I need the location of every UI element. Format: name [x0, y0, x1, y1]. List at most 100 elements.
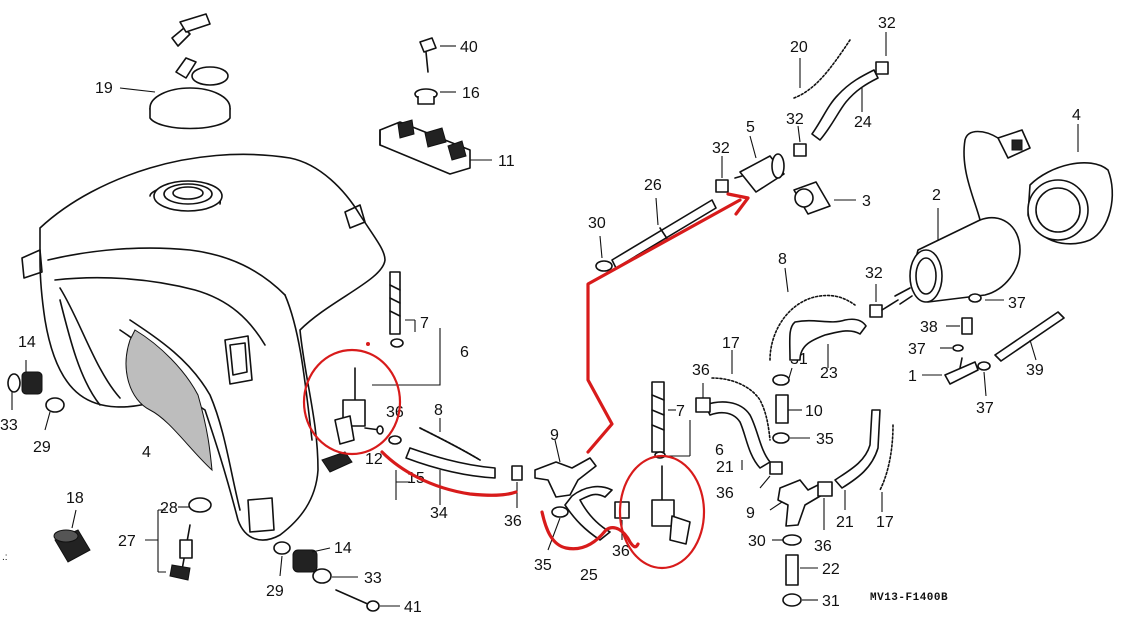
- rubber-mount-16: 16: [414, 85, 480, 105]
- circle-right-valve: [618, 454, 706, 570]
- fuel-tank: 4: [21, 153, 386, 541]
- mount-bolt-40: 40: [419, 37, 478, 73]
- red-arrowhead: [726, 192, 750, 216]
- part-label-2: 2: [932, 187, 941, 204]
- part-label-32c: 32: [786, 111, 804, 128]
- hose-34: 34: [405, 447, 496, 522]
- fuel-sensor-27: 27 28: [118, 497, 212, 581]
- part-label-21b: 21: [836, 514, 854, 531]
- part-label-36a: 36: [386, 404, 404, 421]
- clip-32-d: 32: [865, 265, 899, 318]
- part-label-31b: 31: [822, 593, 840, 610]
- part-label-33: 33: [0, 417, 18, 434]
- hose-21-right: 21: [834, 409, 881, 531]
- part-label-36c: 36: [612, 543, 630, 560]
- part-label-13: 4: [142, 444, 151, 461]
- part-label-11: 11: [498, 153, 515, 170]
- part-label-37a: 37: [1008, 295, 1026, 312]
- part-label-7b: 7: [676, 403, 685, 420]
- part-label-17a: 17: [722, 335, 740, 352]
- part-label-40: 40: [460, 39, 478, 56]
- part-label-24: 24: [854, 114, 872, 131]
- part-label-36f: 36: [814, 538, 832, 555]
- hose-8-right: 8: [769, 251, 856, 361]
- hose-24: 24 32 32: [786, 15, 896, 157]
- part-label-23: 23: [820, 365, 838, 382]
- bottom-grommet-group: 29 14 33 41: [266, 540, 422, 616]
- part-label-32a: 32: [712, 140, 730, 157]
- part-label-36d: 36: [692, 362, 710, 379]
- rubber-cushion-18: 18: [53, 490, 91, 563]
- part-label-26: 26: [644, 177, 662, 194]
- part-label-41: 41: [404, 599, 422, 616]
- t-joint-9-upper: 9: [534, 427, 597, 498]
- figure-code: MV13-F1400B: [870, 592, 948, 604]
- part-label-36b: 36: [504, 513, 522, 530]
- part-label-9b: 9: [746, 505, 755, 522]
- part-label-14b: 14: [334, 540, 352, 557]
- fuel-pump-2: 2 37: [894, 130, 1026, 312]
- part-label-33b: 33: [364, 570, 382, 587]
- joint-stack-10: 31 10 35 36: [716, 351, 834, 502]
- hose-17-right: 17: [876, 424, 894, 531]
- circle-left-valve: [302, 348, 402, 456]
- part-label-30a: 30: [588, 215, 606, 232]
- part-label-29b: 29: [266, 583, 284, 600]
- part-label-32b: 32: [878, 15, 896, 32]
- left-grommet-group: 14 33 29: [0, 334, 65, 456]
- t-joint-9-lower: 9 36 30 22 31: [746, 479, 840, 610]
- part-label-28: 28: [160, 500, 178, 517]
- part-label-35a: 35: [534, 557, 552, 574]
- part-label-8a: 8: [434, 402, 443, 419]
- hose-20: 20: [790, 39, 851, 99]
- part-label-18: 18: [66, 490, 84, 507]
- hose-17-center: 17: [711, 335, 771, 441]
- part-label-20: 20: [790, 39, 808, 56]
- hose-39: 39: [994, 311, 1065, 379]
- part-label-37c: 37: [976, 400, 994, 417]
- part-label-25: 25: [580, 567, 598, 584]
- part-label-21a: 21: [716, 459, 734, 476]
- rubber-band-3: 3: [793, 181, 871, 215]
- part-label-16: 16: [462, 85, 480, 102]
- pump-bracket-4: 4: [1027, 107, 1114, 245]
- part-label-10: 10: [805, 403, 823, 420]
- red-path-up: [586, 198, 742, 454]
- part-label-17b: 17: [876, 514, 894, 531]
- edge-mark: .:: [2, 552, 8, 563]
- part-label-37b: 37: [908, 341, 926, 358]
- part-label-7: 7: [420, 315, 429, 332]
- fuel-filter-5: 5 32: [712, 119, 785, 193]
- tank-bracket-11: 11: [379, 119, 515, 175]
- red-annotation-layer: [302, 192, 750, 570]
- red-path-bottom: [540, 510, 640, 551]
- part-label-4: 4: [1072, 107, 1081, 124]
- fuel-cap-assembly: 19: [95, 13, 231, 130]
- hose-23: 23: [788, 318, 867, 382]
- part-label-5: 5: [746, 119, 755, 136]
- part-label-35b: 35: [816, 431, 834, 448]
- red-path-left: [380, 450, 518, 497]
- part-label-19: 19: [95, 80, 113, 97]
- part-label-36e: 36: [716, 485, 734, 502]
- part-label-29: 29: [33, 439, 51, 456]
- hose-25: 35 25 36: [534, 485, 630, 584]
- part-label-1: 1: [908, 368, 917, 385]
- part-label-3: 3: [862, 193, 871, 210]
- part-label-14: 14: [18, 334, 36, 351]
- right-fuel-valve: 7 6: [651, 381, 724, 545]
- hose-26: 26 30: [588, 177, 717, 272]
- part-label-30b: 30: [748, 533, 766, 550]
- joint-1-group: 38 37 1 37: [908, 317, 994, 417]
- part-label-39: 39: [1026, 362, 1044, 379]
- red-dot: [366, 342, 370, 346]
- clip-36-b: 36: [504, 465, 523, 530]
- part-label-27: 27: [118, 533, 136, 550]
- part-label-9a: 9: [550, 427, 559, 444]
- part-label-6: 6: [460, 344, 469, 361]
- part-label-12: 12: [365, 451, 383, 468]
- part-label-22: 22: [822, 561, 840, 578]
- hose-8-left: 8: [419, 402, 481, 461]
- part-label-8b: 8: [778, 251, 787, 268]
